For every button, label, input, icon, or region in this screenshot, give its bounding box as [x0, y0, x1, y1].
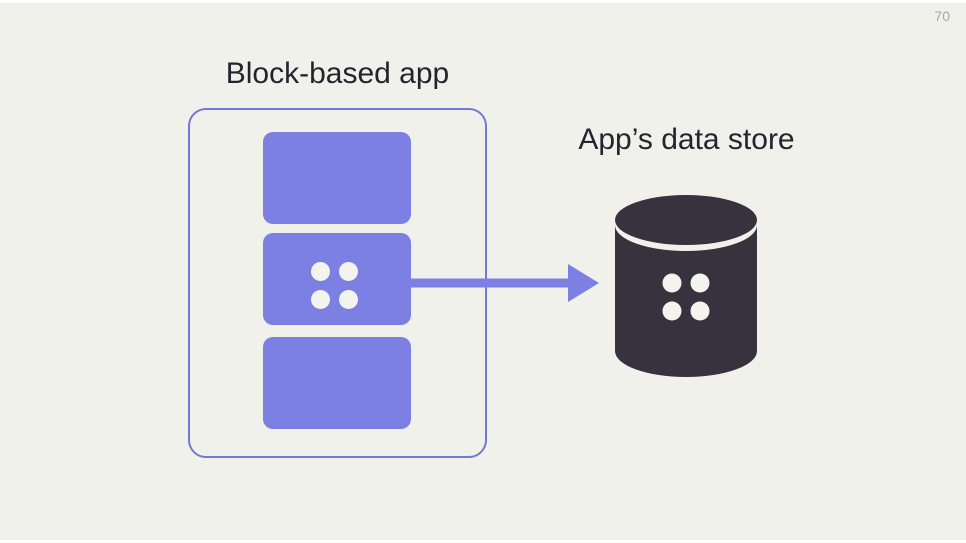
dot-icon [339, 290, 358, 309]
data-dots-icon [311, 262, 358, 309]
block-app-title: Block-based app [225, 57, 450, 90]
app-block-bottom [263, 337, 411, 429]
database-cylinder-icon [615, 195, 757, 377]
app-block-middle [263, 233, 411, 325]
dot-icon [311, 290, 330, 309]
data-store-title: App’s data store [578, 123, 795, 156]
dot-icon [339, 262, 358, 281]
page-number: 70 [934, 8, 950, 24]
dot-icon [311, 262, 330, 281]
app-block-top [263, 132, 411, 224]
data-flow-arrow-icon [411, 264, 599, 302]
